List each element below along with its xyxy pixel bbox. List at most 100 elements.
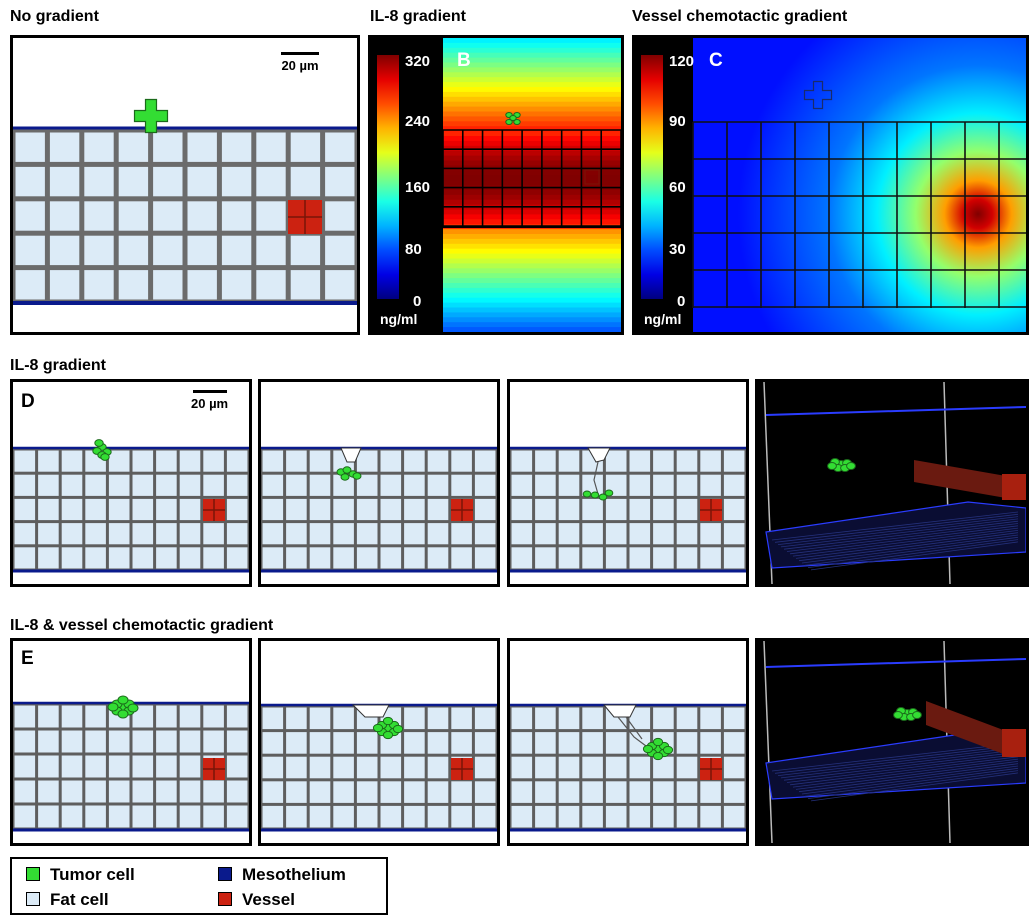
fat-cell xyxy=(451,805,472,828)
tumor-cell xyxy=(912,710,922,720)
fat-cell xyxy=(108,498,130,521)
legend: Tumor cell Fat cell Mesothelium Vessel xyxy=(10,857,388,915)
fat-cell xyxy=(380,547,402,569)
concentration-band xyxy=(443,155,621,162)
concentration-band xyxy=(443,116,621,122)
fat-cell xyxy=(309,781,331,803)
tumor-cell xyxy=(652,737,664,747)
fat-cell xyxy=(108,805,130,828)
fat-cell xyxy=(404,474,425,496)
fat-cell xyxy=(356,474,378,496)
fat-cell xyxy=(511,523,533,545)
fat-cell xyxy=(653,547,674,569)
tumor-cell xyxy=(509,114,517,122)
fat-cell xyxy=(333,805,354,828)
fat-cell xyxy=(179,523,201,545)
fat-cell xyxy=(653,474,674,496)
fat-cell xyxy=(723,450,745,472)
fat-cell xyxy=(676,474,698,496)
concentration-field xyxy=(693,38,1026,332)
colorbar-c-tick: 0 xyxy=(677,293,686,310)
vessel-3d-end xyxy=(1002,729,1026,757)
floor-texture xyxy=(777,516,1019,545)
concentration-band xyxy=(443,238,621,245)
concentration-band xyxy=(443,42,621,49)
fat-cell xyxy=(256,235,286,266)
fat-swatch-icon xyxy=(26,892,40,906)
fat-cell xyxy=(723,805,745,828)
fat-cell xyxy=(286,498,307,521)
fat-cell xyxy=(38,547,59,569)
fat-cell xyxy=(653,805,674,828)
fat-cell xyxy=(61,780,83,803)
legend-item-vessel: Vessel xyxy=(218,890,295,910)
fat-cell xyxy=(605,781,627,803)
fat-cell xyxy=(427,498,449,521)
fat-cell xyxy=(290,166,321,197)
concentration-band xyxy=(443,136,621,142)
fat-cell xyxy=(203,705,224,728)
tumor-cell xyxy=(342,466,352,474)
colorbar-b-tick: 0 xyxy=(413,293,422,310)
floor-texture xyxy=(795,761,1019,790)
fat-cell xyxy=(427,474,449,496)
floor-texture xyxy=(792,758,1019,788)
heading-combined-gradient-row: IL-8 & vessel chemotactic gradient xyxy=(10,617,274,634)
fat-cell xyxy=(132,523,154,545)
panel-letter-e: E xyxy=(21,648,34,669)
concentration-band xyxy=(443,47,621,54)
fat-cell xyxy=(221,166,252,197)
fat-cell xyxy=(511,707,533,730)
fat-cell xyxy=(474,805,496,828)
concentration-band xyxy=(443,229,621,235)
panel-e-frame-1: E xyxy=(10,638,252,846)
fat-cell xyxy=(700,523,721,545)
fat-cell xyxy=(262,450,284,472)
fat-cell xyxy=(226,523,248,545)
fat-cell xyxy=(85,474,106,496)
colorbar-b-tick: 240 xyxy=(405,113,431,130)
concentration-band xyxy=(443,278,621,284)
floor-texture xyxy=(810,772,1019,802)
frame-edge xyxy=(763,641,773,843)
fat-cell xyxy=(108,450,130,472)
fat-cell xyxy=(582,805,603,828)
tumor-cell xyxy=(117,709,129,719)
invasion-notch xyxy=(602,704,637,718)
fat-cell xyxy=(629,756,651,779)
tumor-cell xyxy=(827,461,837,471)
fat-cell xyxy=(15,166,45,197)
concentration-band xyxy=(443,170,621,176)
fat-cell xyxy=(118,132,149,162)
concentration-band xyxy=(443,180,621,186)
tumor-cell xyxy=(590,491,600,499)
fat-cell xyxy=(132,450,154,472)
fat-cell xyxy=(474,707,496,730)
fat-cell xyxy=(325,235,355,266)
fat-cell xyxy=(61,474,83,496)
fat-cell xyxy=(629,474,651,496)
floor-texture xyxy=(789,525,1019,555)
concentration-band xyxy=(443,38,621,44)
fat-cell xyxy=(558,805,580,828)
fat-cell xyxy=(84,235,114,266)
fat-cell xyxy=(723,756,745,779)
fat-cell xyxy=(118,235,149,266)
tumor-cell xyxy=(352,472,362,480)
fat-cell xyxy=(85,523,106,545)
floor-texture xyxy=(801,534,1019,564)
fat-cell xyxy=(535,474,556,496)
tumor-cell xyxy=(382,730,394,740)
fat-cell xyxy=(653,756,674,779)
fat-cell xyxy=(629,523,651,545)
fat-cell xyxy=(203,730,224,753)
tissue-grid-d3 xyxy=(510,382,746,584)
fat-cell xyxy=(629,805,651,828)
colorbar-c-tick: 60 xyxy=(669,179,686,196)
fat-cell xyxy=(474,450,496,472)
tumor-cell xyxy=(652,751,664,761)
concentration-band xyxy=(443,317,621,323)
fat-cell xyxy=(309,474,331,496)
il8-concentration-map xyxy=(442,38,621,332)
fat-cell xyxy=(226,450,248,472)
